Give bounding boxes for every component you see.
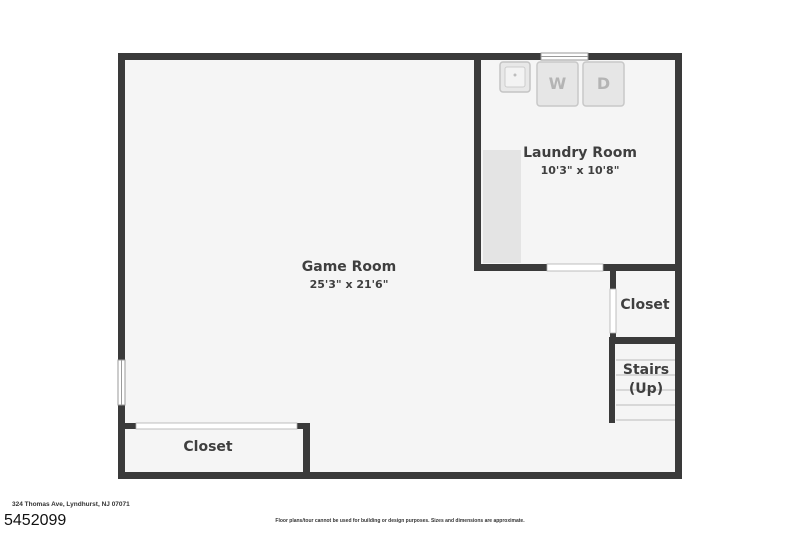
- disclaimer-text: Floor plans/tour cannot be used for buil…: [275, 518, 525, 524]
- laundry-room-dimensions: 10'3" x 10'8": [541, 164, 620, 177]
- washer-icon: W: [536, 61, 579, 107]
- dryer-icon: D: [582, 61, 625, 107]
- wall-top: [118, 53, 682, 60]
- washer-label: W: [549, 74, 567, 93]
- stairs-direction-label: (Up): [629, 381, 663, 397]
- openings: [117, 52, 617, 430]
- door-laundry: [546, 263, 604, 272]
- dryer-label: D: [597, 74, 610, 93]
- game-room-dimensions: 25'3" x 21'6": [310, 278, 389, 291]
- wall-bottom: [118, 472, 682, 479]
- wall-stairs-left: [609, 337, 615, 423]
- door-closet-right: [609, 288, 617, 334]
- closet-bottom-label: Closet: [183, 439, 233, 455]
- wall-closet-right-bottom: [610, 337, 678, 344]
- property-address: 324 Thomas Ave, Lyndhurst, NJ 07071: [12, 501, 130, 508]
- stair-treads: [615, 346, 676, 422]
- wall-laundry-left: [474, 57, 481, 271]
- wall-closet-bottom-right: [303, 423, 310, 475]
- closet-right-label: Closet: [620, 297, 670, 313]
- stairs-label: Stairs: [623, 362, 669, 378]
- sink-icon: [499, 61, 531, 93]
- wall-left: [118, 53, 125, 479]
- wall-right: [675, 53, 682, 479]
- door-closet-bottom: [135, 422, 298, 430]
- laundry-room-label: Laundry Room: [523, 145, 637, 161]
- mls-number: 5452099: [4, 512, 67, 529]
- game-room-label: Game Room: [302, 259, 397, 275]
- laundry-counter: [483, 150, 521, 263]
